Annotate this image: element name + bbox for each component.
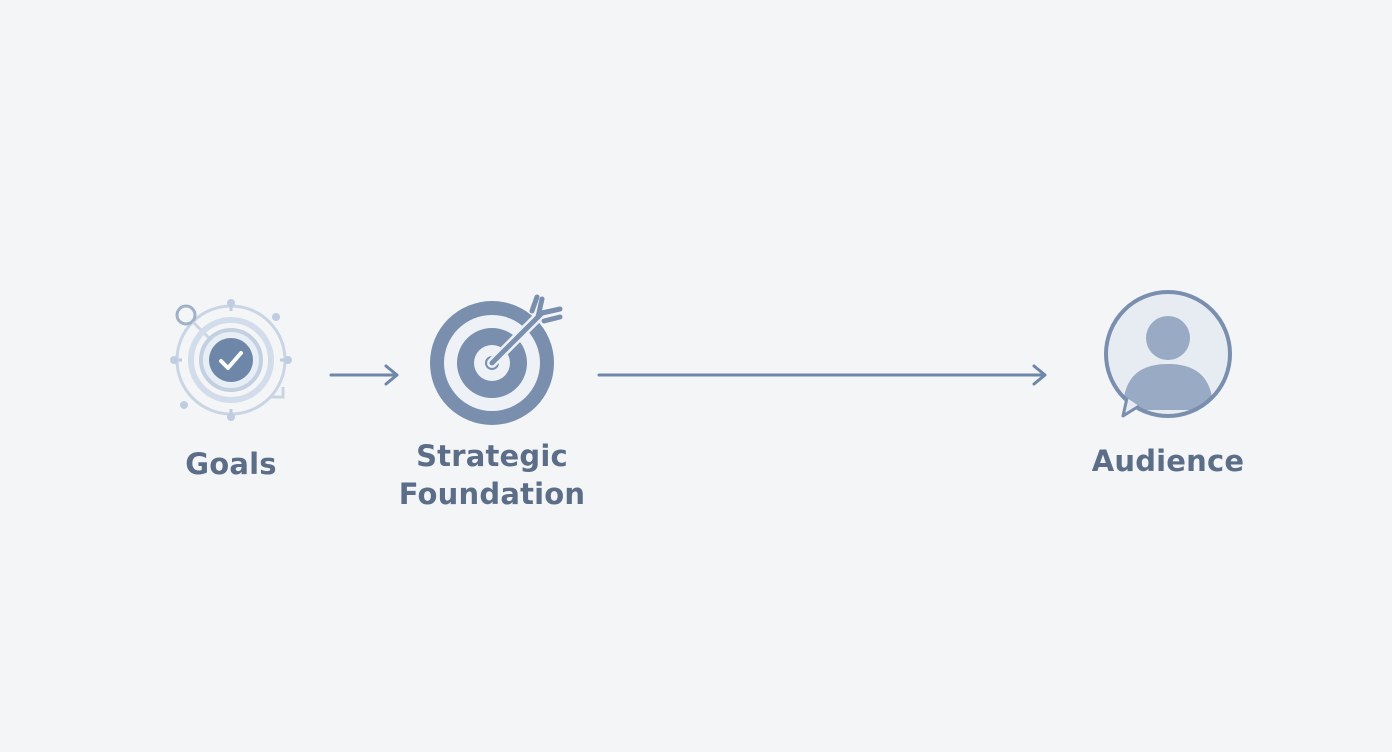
strategic-foundation-node: Strategic Foundation — [392, 293, 592, 513]
goal-check-icon — [170, 299, 292, 421]
target-arrow-icon — [430, 294, 563, 425]
goals-label: Goals — [185, 447, 277, 481]
strategic-foundation-label-line-2: Foundation — [398, 477, 586, 511]
strategic-foundation-label: Strategic Foundation — [399, 437, 586, 513]
arrow-foundation-to-audience — [597, 364, 1047, 386]
audience-node: Audience — [1083, 288, 1253, 480]
audience-label: Audience — [1091, 444, 1245, 478]
strategic-foundation-label-line-1: Strategic — [416, 439, 568, 473]
goals-node: Goals — [161, 297, 301, 483]
arrow-goals-to-foundation — [329, 364, 399, 386]
user-avatar-icon — [1104, 290, 1232, 418]
